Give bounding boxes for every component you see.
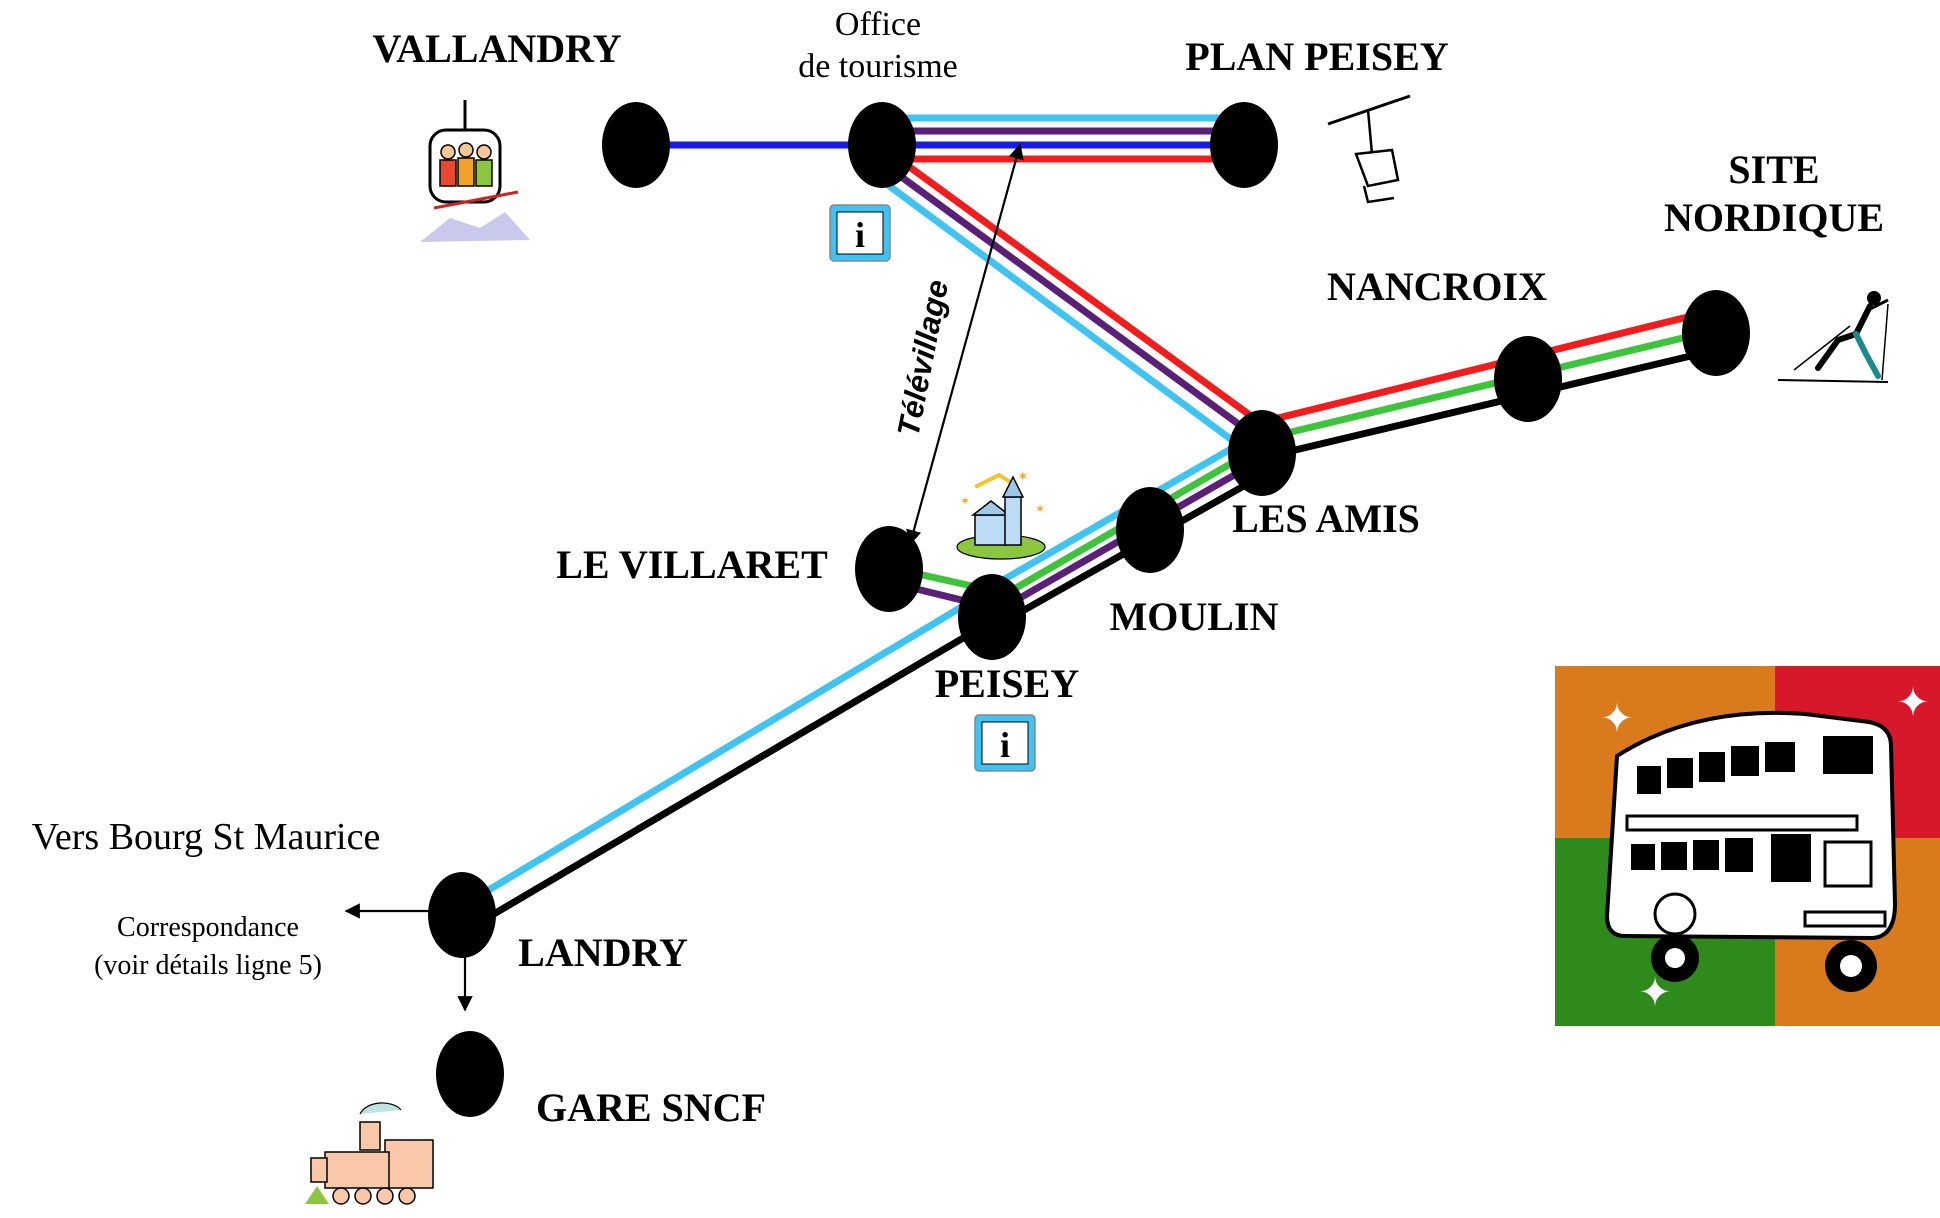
svg-text:✶: ✶ [1017,469,1029,485]
label-correspondance-line2: (voir détails ligne 5) [94,950,322,981]
route-lightblue-amis-peisey [992,442,1240,588]
info-icon: i [974,714,1036,772]
route-red-nordique [1258,306,1720,426]
label-office-line1: Office [835,6,921,43]
label-plan-peisey: PLAN PEISEY [1185,34,1448,79]
chairlift-icon [1327,94,1411,204]
label-site-nordique-line2: NORDIQUE [1664,195,1884,240]
route-green-nordique [1262,326,1720,442]
svg-text:i: i [855,215,865,255]
station-vallandry-dot[interactable] [602,102,670,188]
svg-text:✶: ✶ [1035,502,1045,516]
chairlift-skiers-icon [420,100,530,242]
train-icon [305,1102,434,1205]
label-site-nordique-line1: SITE [1728,147,1819,192]
station-moulin-dot[interactable] [1116,487,1184,573]
station-site-nordique-dot[interactable] [1682,290,1750,376]
label-le-villaret: LE VILLARET [556,542,828,587]
route-black-nordique [1266,346,1720,460]
label-gare-sncf: GARE SNCF [536,1085,766,1130]
station-office-dot[interactable] [848,102,916,188]
info-icon: i [829,204,891,262]
station-plan-peisey-dot[interactable] [1210,102,1278,188]
label-vallandry: VALLANDRY [372,26,621,71]
cross-country-skier-icon [1777,291,1889,383]
label-les-amis: LES AMIS [1232,496,1420,541]
label-correspondance-line1: Correspondance [117,912,299,943]
station-peisey-dot[interactable] [958,574,1026,660]
double-decker-bus-icon: ✦ ✦ ✦ [1555,666,1940,1026]
label-landry: LANDRY [518,930,688,975]
station-nancroix-dot[interactable] [1494,336,1562,422]
svg-text:✦: ✦ [1600,696,1634,742]
label-peisey: PEISEY [935,661,1080,706]
route-black-landry [466,610,1008,932]
stations [428,102,1750,1117]
label-office-line2: de tourisme [798,48,958,85]
station-landry-dot[interactable] [428,872,496,958]
svg-text:i: i [1000,725,1010,765]
svg-text:✶: ✶ [960,494,970,508]
station-les-amis-dot[interactable] [1228,410,1296,496]
station-le-villaret-dot[interactable] [855,526,923,612]
televillage-arrow [906,143,1024,546]
svg-text:✦: ✦ [1896,680,1930,726]
label-vers-bourg: Vers Bourg St Maurice [32,816,381,858]
station-gare-sncf-dot[interactable] [436,1031,504,1117]
route-lightblue-landry [458,586,994,910]
label-moulin: MOULIN [1110,594,1279,639]
church-icon: ✶ ✶ ✶ [956,469,1046,560]
label-nancroix: NANCROIX [1327,264,1547,309]
route-lines [458,114,1720,932]
